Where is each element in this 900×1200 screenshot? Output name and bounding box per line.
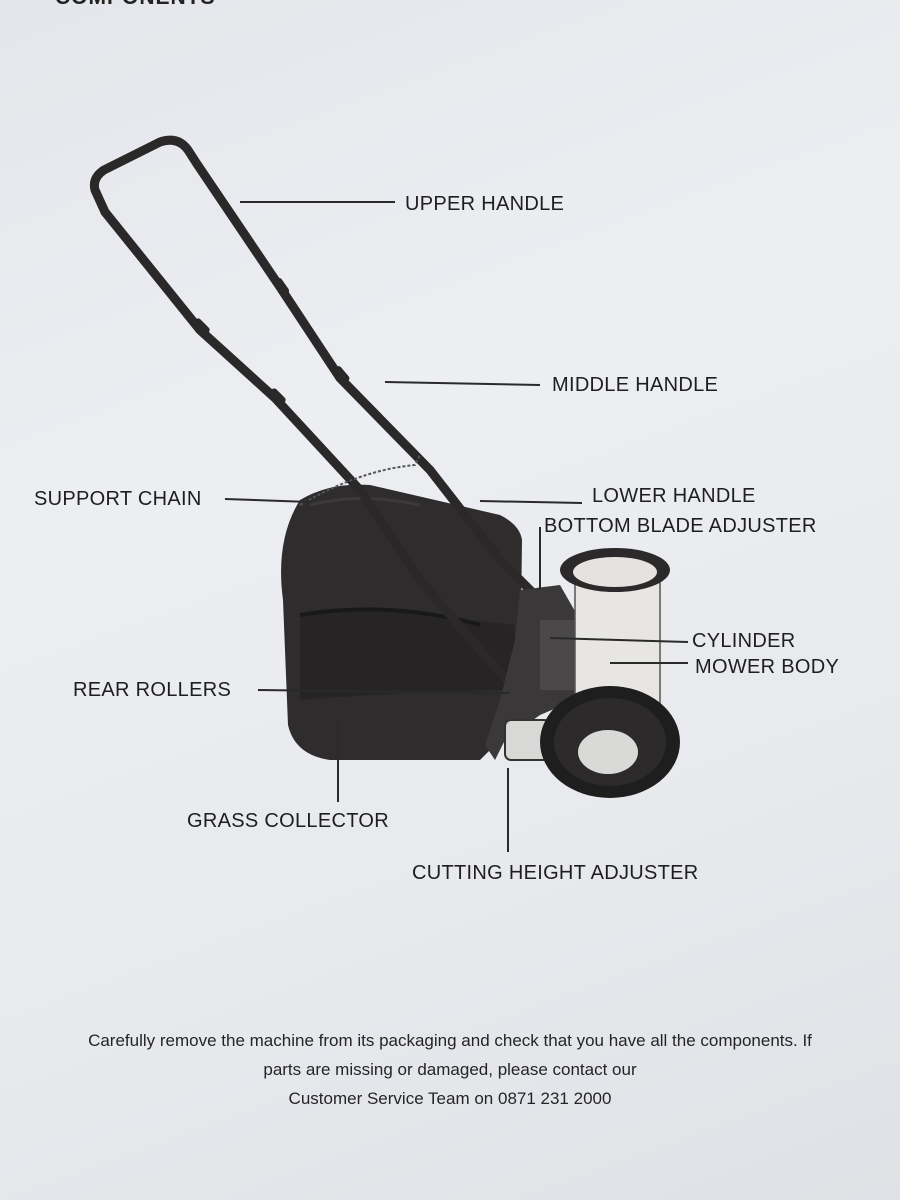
label-grass-collector: GRASS COLLECTOR (187, 810, 389, 832)
label-lower-handle: LOWER HANDLE (592, 485, 756, 507)
label-support-chain: SUPPORT CHAIN (34, 488, 202, 510)
label-bottom-blade-adjuster: BOTTOM BLADE ADJUSTER (544, 515, 817, 537)
footer-instructions: Carefully remove the machine from its pa… (0, 1026, 900, 1113)
footer-line-1: Carefully remove the machine from its pa… (88, 1031, 812, 1050)
section-heading: COMPONENTS (55, 0, 216, 10)
label-cylinder: CYLINDER (692, 630, 796, 652)
cylinder-illustration (560, 548, 670, 711)
footer-line-2: parts are missing or damaged, please con… (263, 1060, 637, 1079)
label-middle-handle: MIDDLE HANDLE (552, 374, 719, 396)
handle-joints (192, 277, 350, 406)
label-upper-handle: UPPER HANDLE (405, 193, 565, 215)
label-rear-rollers: REAR ROLLERS (73, 679, 232, 701)
grass-collector-illustration (281, 484, 522, 760)
footer-line-3: Customer Service Team on 0871 231 2000 (288, 1089, 612, 1108)
label-cutting-height-adjuster: CUTTING HEIGHT ADJUSTER (412, 862, 699, 884)
support-chain-illustration (299, 454, 421, 506)
label-mower-body: MOWER BODY (695, 656, 840, 678)
mower-body-illustration (485, 585, 580, 761)
front-wheel-illustration (540, 686, 680, 798)
leader-lines (224, 201, 689, 852)
